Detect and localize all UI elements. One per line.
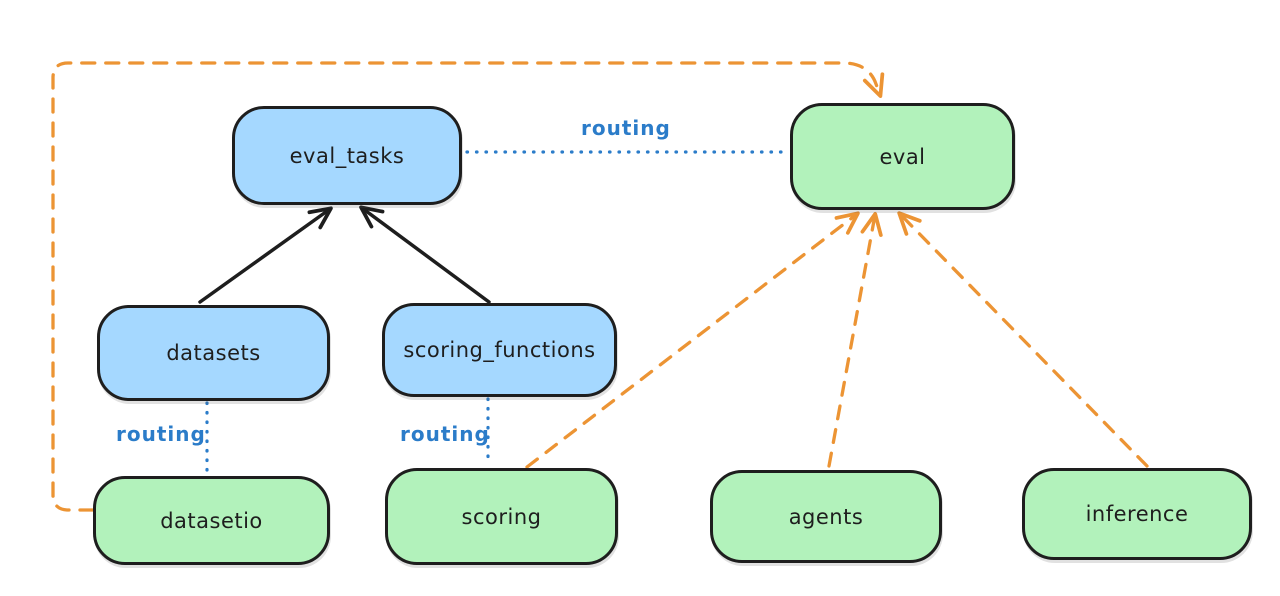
edge-label-routing-scoring-functions-scoring: routing: [400, 422, 490, 446]
node-agents-label: agents: [788, 504, 864, 529]
edge-label-routing-eval-tasks-eval: routing: [581, 116, 671, 140]
node-datasetio-label: datasetio: [160, 508, 263, 533]
node-inference-label: inference: [1085, 502, 1189, 526]
edge-datasetio-to-eval: [51, 61, 885, 512]
edge-datasets-to-eval_tasks: [198, 206, 333, 304]
node-eval-tasks: eval_tasks: [232, 106, 462, 205]
node-eval-tasks-label: eval_tasks: [289, 143, 405, 168]
node-scoring: scoring: [385, 468, 618, 565]
node-eval: eval: [790, 103, 1015, 210]
node-inference: inference: [1022, 468, 1252, 560]
node-datasetio: datasetio: [93, 476, 330, 565]
node-scoring-label: scoring: [461, 504, 542, 529]
node-eval-label: eval: [879, 144, 926, 169]
edge-agents-to-eval: [827, 211, 883, 468]
node-agents: agents: [710, 470, 942, 563]
node-scoring-functions: scoring_functions: [382, 303, 617, 397]
edge-scoring_functions-to-eval_tasks: [359, 205, 491, 304]
edge-label-routing-datasets-datasetio: routing: [116, 422, 206, 446]
node-datasets-label: datasets: [166, 341, 261, 365]
edge-inference-to-eval: [897, 211, 1149, 468]
node-datasets: datasets: [97, 305, 330, 401]
edge-scoring-to-eval: [525, 211, 860, 469]
node-scoring-functions-label: scoring_functions: [403, 338, 596, 362]
